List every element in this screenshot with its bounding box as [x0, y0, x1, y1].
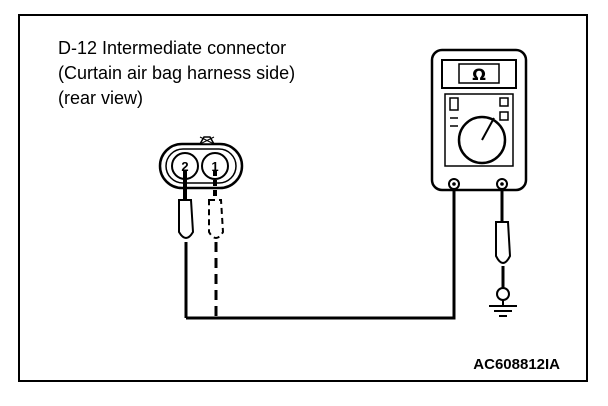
- ground-symbol-icon: [489, 300, 517, 317]
- harness-side-note: (Curtain air bag harness side): [58, 63, 296, 83]
- probe-pin-2: [178, 170, 195, 318]
- pin-2-label: 2: [181, 159, 188, 174]
- figure-reference-code: AC608812IA: [473, 356, 560, 373]
- connector-title: D-12 Intermediate connector: [58, 38, 287, 58]
- test-lead-wire: [186, 184, 456, 320]
- probe-icon: [495, 189, 512, 301]
- pin-1-label: 1: [211, 159, 218, 174]
- diagram-frame: [18, 14, 588, 382]
- ohmmeter-icon: Ω: [430, 48, 528, 192]
- meter-unit-symbol: Ω: [472, 65, 486, 84]
- probe-pin-1: [208, 170, 225, 318]
- view-note: (rear view): [58, 88, 144, 108]
- connector-icon: 2 1: [158, 136, 244, 190]
